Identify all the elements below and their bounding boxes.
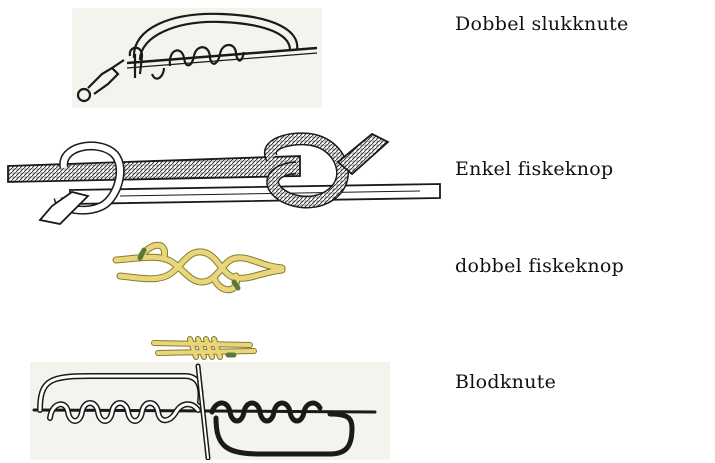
- knot-label: Blodknute: [455, 371, 556, 393]
- blood-knot-illustration: [30, 362, 390, 460]
- double-fisherman-knot-illustration: [110, 238, 290, 296]
- knot-label: Dobbel slukknute: [455, 13, 629, 35]
- knot-label: dobbel fiskeknop: [455, 255, 624, 277]
- single-fisherman-knot-illustration: [0, 128, 445, 226]
- double-lure-knot-illustration: [72, 8, 322, 108]
- knot-label: Enkel fiskeknop: [455, 158, 613, 180]
- double-fisherman-knot-tightened-illustration: [150, 333, 260, 363]
